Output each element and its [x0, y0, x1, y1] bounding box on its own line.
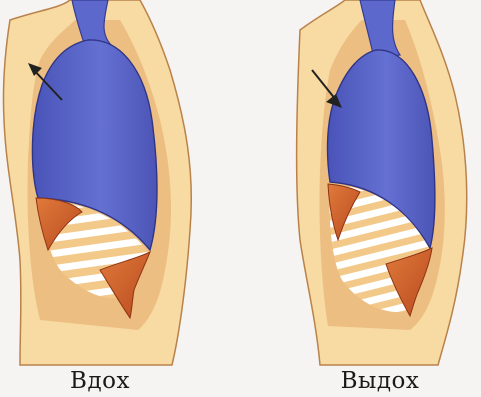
inhale-panel — [3, 0, 191, 365]
inhale-caption: Вдох — [20, 368, 180, 394]
exhale-panel — [297, 0, 467, 365]
exhale-caption: Выдох — [300, 368, 460, 394]
